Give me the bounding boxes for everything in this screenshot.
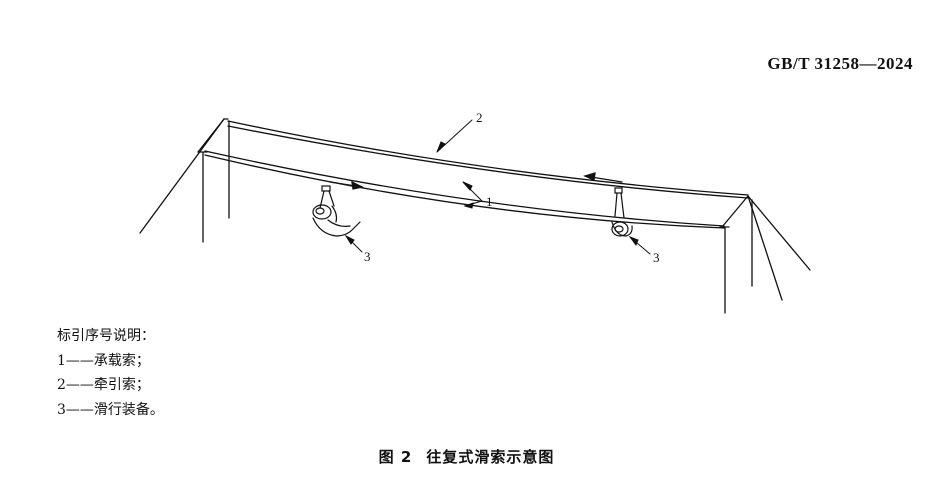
haul-rope-upper (227, 120, 749, 196)
callout-3-left: 3 (364, 249, 371, 264)
legend-dash: —— (65, 352, 94, 369)
legend-item: 2——牵引索； (57, 373, 164, 398)
legend-key: 3 (57, 401, 66, 418)
arrow-left-icon (583, 172, 623, 183)
legend-text: 滑行装备。 (93, 401, 164, 418)
arrow-right-icon (329, 180, 364, 190)
standard-number: GB/T 31258—2024 (767, 54, 913, 73)
carrying-cable-top (204, 150, 725, 227)
legend-text: 牵引索； (93, 377, 150, 393)
callout-1: 1 (486, 194, 493, 209)
legend-item: 3——滑行装备。 (57, 398, 164, 423)
trolley-left (312, 185, 361, 237)
legend-key: 2 (57, 377, 66, 393)
legend-item: 1——承载索； (57, 349, 164, 374)
legend-text: 承载索； (93, 352, 150, 369)
legend: 标引序号说明： 1——承载索； 2——牵引索； 3——滑行装备。 (57, 324, 164, 422)
trolley-right (611, 187, 633, 237)
left-tower (139, 118, 230, 243)
haul-rope-lower (227, 125, 749, 199)
legend-dash: —— (65, 377, 94, 393)
callout-2: 2 (476, 110, 483, 125)
leader-lines (344, 119, 651, 255)
right-tower (719, 195, 811, 314)
figure-caption: 图 2 往复式滑索示意图 (0, 446, 933, 467)
callout-3-right: 3 (653, 250, 660, 265)
legend-title: 标引序号说明： (57, 328, 155, 344)
legend-dash: —— (65, 401, 94, 418)
carrying-cable-lower (204, 154, 725, 229)
figure-number: 图 2 (378, 448, 413, 466)
zipline-diagram: 2 1 3 3 (139, 110, 811, 314)
figure-title: 往复式滑索示意图 (426, 448, 555, 466)
legend-key: 1 (57, 352, 66, 369)
